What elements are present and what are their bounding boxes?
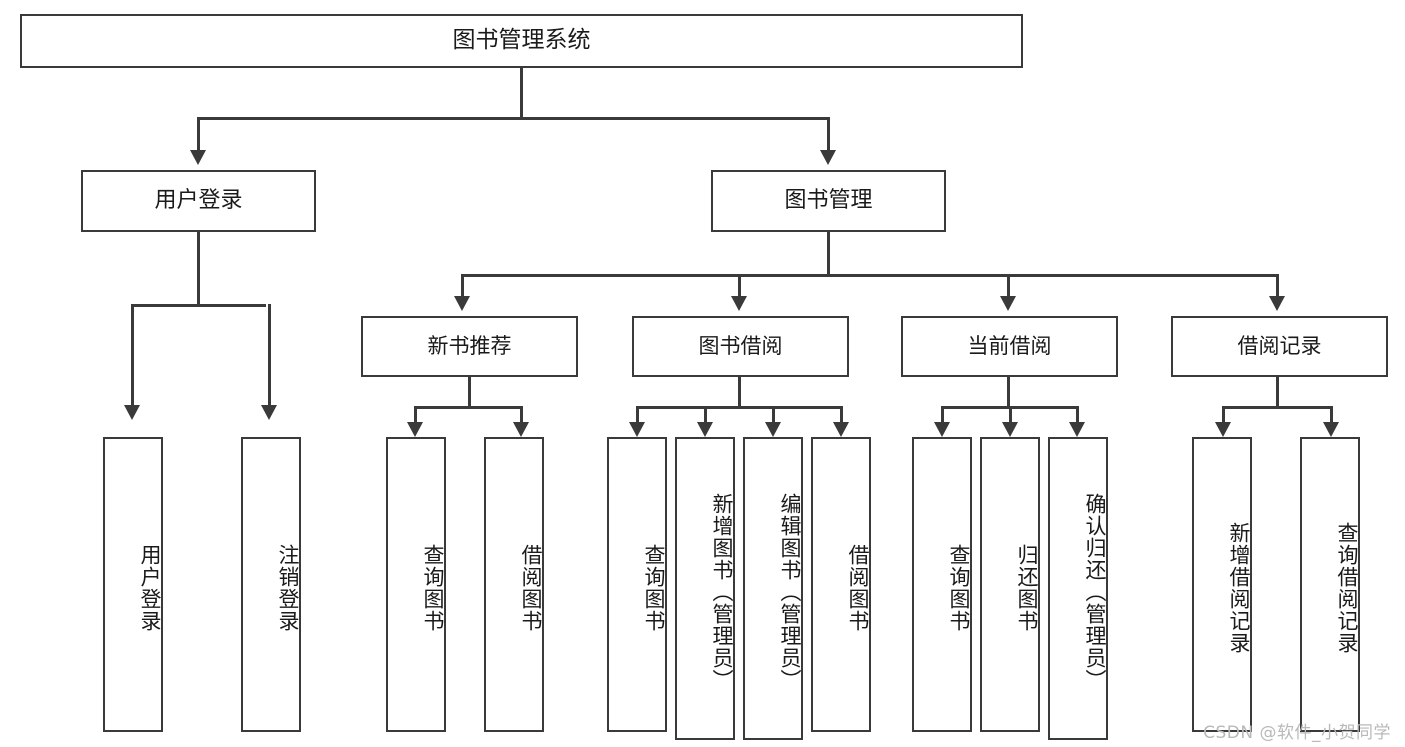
leaf-query-record[interactable]: 查询借阅记录 — [1300, 437, 1360, 732]
arrowhead-bb-to-leaf-4 — [833, 422, 849, 437]
arrowhead-cb-to-leaf-2 — [1002, 422, 1018, 437]
arrowhead-bb-to-leaf-1 — [629, 422, 645, 437]
leaf-confirm-return[interactable]: 确认归还（管理员） — [1048, 437, 1108, 740]
node-book-borrow-label: 图书借阅 — [698, 333, 783, 358]
connector-nbr-to-leaf-2 — [520, 406, 523, 424]
leaf-return-book-label: 归还图书 — [1015, 543, 1039, 632]
leaf-user-login[interactable]: 用户登录 — [103, 437, 163, 732]
connector-br-bar — [1222, 406, 1332, 409]
arrowhead-root-to-book-management — [820, 150, 836, 165]
node-borrow-record[interactable]: 借阅记录 — [1171, 316, 1388, 377]
arrowhead-br-to-leaf-2 — [1323, 422, 1339, 437]
node-root[interactable]: 图书管理系统 — [20, 14, 1023, 68]
leaf-query-record-label: 查询借阅记录 — [1335, 521, 1359, 654]
arrowhead-bm-to-book-borrow — [731, 296, 747, 311]
arrowhead-nbr-to-leaf-2 — [513, 422, 529, 437]
node-borrow-record-label: 借阅记录 — [1237, 333, 1322, 358]
leaf-query-book-1-label: 查询图书 — [421, 543, 445, 632]
connector-bb-stem — [738, 377, 741, 408]
node-book-borrow[interactable]: 图书借阅 — [632, 316, 849, 377]
node-new-book-recommend-label: 新书推荐 — [427, 333, 512, 358]
leaf-edit-book-label: 编辑图书（管理员） — [778, 492, 802, 691]
leaf-edit-book[interactable]: 编辑图书（管理员） — [743, 437, 803, 740]
connector-cb-stem — [1007, 377, 1010, 408]
arrowhead-root-to-user-login — [190, 150, 206, 165]
connector-root-stem — [520, 68, 523, 119]
leaf-query-book-3[interactable]: 查询图书 — [912, 437, 972, 732]
connector-bb-to-leaf-1 — [636, 406, 639, 424]
connector-book-management-bar — [461, 274, 1279, 277]
connector-br-stem — [1276, 377, 1279, 408]
connector-nbr-to-leaf-1 — [414, 406, 417, 424]
node-current-borrow[interactable]: 当前借阅 — [901, 316, 1118, 377]
leaf-query-book-1[interactable]: 查询图书 — [386, 437, 446, 732]
connector-cb-to-leaf-3 — [1076, 406, 1079, 424]
arrowhead-bm-to-borrow-record — [1269, 296, 1285, 311]
connector-bb-bar — [636, 406, 842, 409]
connector-bm-to-borrow-record — [1276, 274, 1279, 298]
connector-root-to-user-login — [197, 117, 200, 152]
connector-bb-to-leaf-3 — [772, 406, 775, 424]
connector-user-login-stem — [197, 232, 200, 306]
connector-book-management-stem — [827, 232, 830, 276]
leaf-confirm-return-label: 确认归还（管理员） — [1083, 492, 1107, 691]
connector-br-to-leaf-2 — [1330, 406, 1333, 424]
connector-user-login-to-leaf-2 — [268, 304, 271, 407]
arrowhead-bb-to-leaf-3 — [765, 422, 781, 437]
leaf-borrow-book-2[interactable]: 借阅图书 — [811, 437, 871, 732]
leaf-user-login-label: 用户登录 — [138, 543, 162, 632]
node-new-book-recommend[interactable]: 新书推荐 — [361, 316, 578, 377]
node-user-login-label: 用户登录 — [154, 187, 243, 213]
connector-bb-to-leaf-4 — [840, 406, 843, 424]
arrowhead-user-login-to-leaf-1 — [124, 405, 140, 420]
arrowhead-bb-to-leaf-2 — [697, 422, 713, 437]
leaf-return-book[interactable]: 归还图书 — [980, 437, 1040, 732]
connector-bb-to-leaf-2 — [704, 406, 707, 424]
connector-cb-to-leaf-1 — [941, 406, 944, 424]
connector-br-to-leaf-1 — [1222, 406, 1225, 424]
connector-nbr-stem — [468, 377, 471, 408]
connector-root-to-book-management — [827, 117, 830, 152]
leaf-query-book-2-label: 查询图书 — [642, 543, 666, 632]
leaf-add-record-label: 新增借阅记录 — [1227, 521, 1251, 654]
connector-user-login-bar — [131, 304, 266, 307]
connector-user-login-to-leaf-1 — [131, 304, 134, 407]
leaf-add-book-label: 新增图书（管理员） — [710, 492, 734, 691]
connector-bm-to-current-borrow — [1007, 274, 1010, 298]
connector-root-bar — [197, 117, 830, 120]
node-book-management[interactable]: 图书管理 — [711, 170, 946, 232]
leaf-borrow-book-1[interactable]: 借阅图书 — [484, 437, 544, 732]
leaf-add-record[interactable]: 新增借阅记录 — [1192, 437, 1252, 732]
arrowhead-bm-to-new-book-recommend — [454, 296, 470, 311]
leaf-query-book-2[interactable]: 查询图书 — [607, 437, 667, 732]
leaf-add-book[interactable]: 新增图书（管理员） — [675, 437, 735, 740]
arrowhead-nbr-to-leaf-1 — [407, 422, 423, 437]
connector-cb-to-leaf-2 — [1009, 406, 1012, 424]
leaf-borrow-book-1-label: 借阅图书 — [519, 543, 543, 632]
node-current-borrow-label: 当前借阅 — [967, 333, 1052, 358]
connector-bm-to-book-borrow — [738, 274, 741, 298]
leaf-user-logout[interactable]: 注销登录 — [241, 437, 301, 732]
arrowhead-cb-to-leaf-3 — [1069, 422, 1085, 437]
leaf-borrow-book-2-label: 借阅图书 — [846, 543, 870, 632]
node-user-login[interactable]: 用户登录 — [81, 170, 316, 232]
arrowhead-bm-to-current-borrow — [1000, 296, 1016, 311]
leaf-user-logout-label: 注销登录 — [276, 543, 300, 632]
node-book-management-label: 图书管理 — [784, 187, 873, 213]
connector-bm-to-new-book-recommend — [461, 274, 464, 298]
arrowhead-user-login-to-leaf-2 — [261, 405, 277, 420]
leaf-query-book-3-label: 查询图书 — [947, 543, 971, 632]
arrowhead-br-to-leaf-1 — [1215, 422, 1231, 437]
node-root-label: 图书管理系统 — [452, 27, 591, 54]
arrowhead-cb-to-leaf-1 — [934, 422, 950, 437]
connector-nbr-bar — [414, 406, 523, 409]
